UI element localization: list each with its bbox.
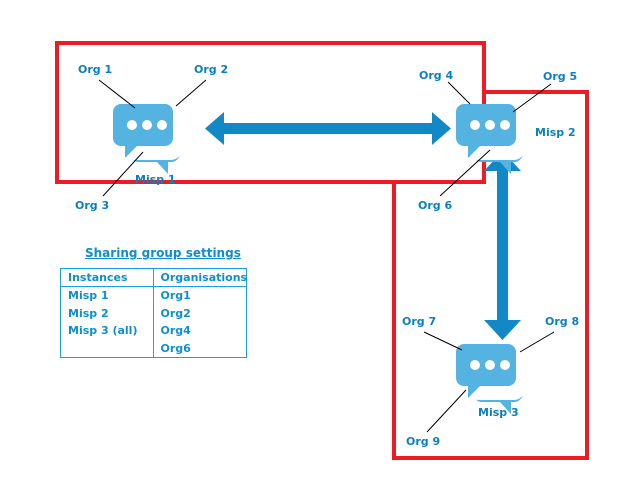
column-header-instances: Instances — [61, 269, 153, 287]
label-org4: Org 4 — [419, 69, 454, 82]
cell-instance: Misp 2 — [68, 306, 109, 320]
label-misp2: Misp 2 — [535, 126, 576, 139]
label-org7: Org 7 — [402, 315, 437, 328]
leader-org6 — [439, 149, 491, 197]
leader-org3 — [102, 151, 144, 197]
leader-org8 — [519, 331, 555, 353]
arrow-misp1-misp2 — [205, 112, 451, 145]
sharing-boundary-2 — [392, 90, 589, 460]
misp3-chat-bubbles-icon — [456, 344, 525, 414]
cell-instance: Misp 3 (all) — [68, 324, 138, 338]
label-org5: Org 5 — [543, 70, 578, 83]
cell-organisation: Org6 — [152, 339, 246, 357]
leader-org2 — [175, 79, 207, 107]
leader-lines — [98, 79, 555, 433]
leader-org9 — [426, 389, 467, 433]
label-org9: Org 9 — [406, 435, 441, 448]
label-org3: Org 3 — [75, 199, 110, 212]
label-misp1: Misp 1 — [135, 173, 176, 186]
label-org2: Org 2 — [194, 63, 229, 76]
column-header-organisations: Organisations — [152, 269, 247, 287]
cell-instance: Misp 1 — [68, 289, 109, 303]
arrow-misp2-misp3 — [484, 151, 521, 340]
leader-org5 — [512, 83, 552, 113]
label-misp3: Misp 3 — [478, 406, 519, 419]
table-row: Misp 1 Org1 — [61, 286, 246, 305]
cell-instance — [61, 339, 153, 357]
leader-org7 — [423, 331, 463, 351]
leader-org4 — [447, 81, 471, 105]
misp2-chat-bubbles-icon — [456, 104, 525, 174]
label-org8: Org 8 — [545, 315, 580, 328]
settings-table: Instances Organisations Misp 1 Org1 Misp… — [60, 268, 247, 358]
cell-organisation: Org2 — [152, 304, 246, 322]
table-row: Misp 3 (all) Org4 — [61, 321, 246, 340]
cell-organisation: Org4 — [152, 321, 246, 340]
label-org1: Org 1 — [78, 63, 113, 76]
cell-organisation: Org1 — [152, 286, 246, 305]
table-row: Org6 — [61, 339, 246, 357]
leader-org1 — [98, 79, 136, 109]
label-org6: Org 6 — [418, 199, 453, 212]
table-header-row: Instances Organisations — [61, 269, 247, 287]
misp1-chat-bubbles-icon — [113, 104, 182, 174]
settings-table-title: Sharing group settings — [85, 246, 241, 260]
table-row: Misp 2 Org2 — [61, 304, 246, 322]
